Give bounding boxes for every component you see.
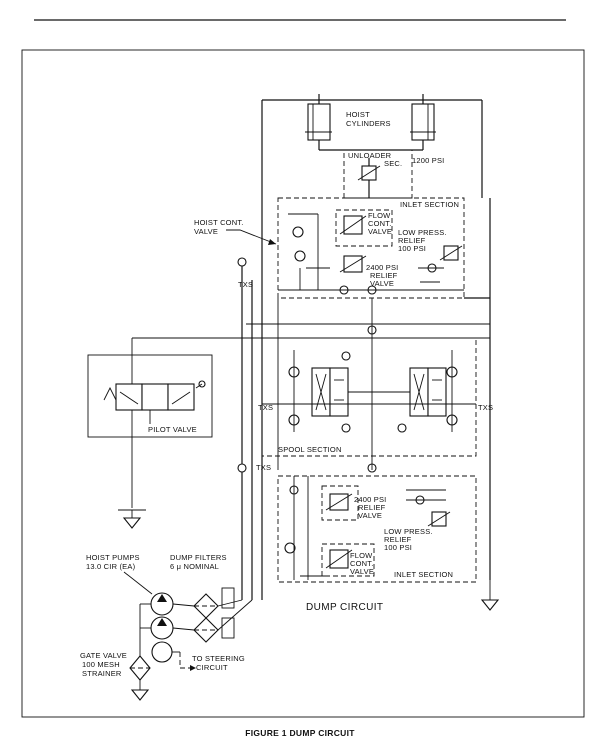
unloader-section: UNLOADER SEC. 1200 PSI — [343, 149, 444, 199]
tank-symbol-right — [480, 599, 500, 611]
relief-2400-bot-label-2: RELIEF — [358, 503, 386, 512]
low-press-bot-label-1: LOW PRESS. — [384, 527, 433, 536]
steering-pump — [151, 641, 173, 663]
flow-cont-top-label-3: VALVE — [368, 227, 392, 236]
txs-label-4: TXS — [478, 403, 493, 412]
low-press-bot-label-3: 100 PSI — [384, 543, 412, 552]
hoist-cylinder-right — [411, 103, 435, 141]
hoist-cylinder-left — [307, 103, 331, 141]
unloader-label-2: SEC. — [384, 159, 402, 168]
hoist-cylinders-label-2: CYLINDERS — [346, 119, 391, 128]
txs-label-1: TXS — [238, 280, 253, 289]
unloader-label-1: UNLOADER — [348, 151, 392, 160]
gate-valve-label-1: GATE VALVE — [80, 651, 127, 660]
relief-2400-top-label-2: RELIEF — [370, 271, 398, 280]
txs-label-2: TXS — [258, 403, 273, 412]
low-press-bot-label-2: RELIEF — [384, 535, 412, 544]
hoist-cont-valve-label-2: VALVE — [194, 227, 218, 236]
top-inlet-section-box — [277, 197, 465, 299]
hoist-pumps-label-2: 13.0 CIR (EA) — [86, 562, 136, 571]
to-steering-label-1: TO STEERING — [192, 654, 245, 663]
spool-section-box — [261, 337, 477, 457]
bottom-inlet-section-box — [277, 475, 477, 583]
dump-filters-label-1: DUMP FILTERS — [170, 553, 227, 562]
dump-filters-label-2: 6 μ NOMINAL — [170, 562, 219, 571]
flow-cont-bot-label-3: VALVE — [350, 567, 374, 576]
relief-2400-top-label-3: VALVE — [370, 279, 394, 288]
txs-label-3: TXS — [256, 463, 271, 472]
hoist-cont-valve-label-1: HOIST CONT. — [194, 218, 244, 227]
pilot-valve-label: PILOT VALVE — [148, 425, 197, 434]
tank-symbol-bottom — [130, 689, 150, 701]
relief-2400-bot-label-3: VALVE — [358, 511, 382, 520]
pumps-and-filters: HOIST PUMPS 13.0 CIR (EA) DUMP FILTERS 6… — [80, 553, 253, 701]
tank-symbol-left — [122, 517, 142, 529]
flow-cont-bot-label-2: CONT. — [350, 559, 374, 568]
inlet-section-top-label: INLET SECTION — [400, 200, 459, 209]
flow-cont-top-label-2: CONT. — [368, 219, 392, 228]
inlet-section-bot-label: INLET SECTION — [394, 570, 453, 579]
dump-circuit-label: DUMP CIRCUIT — [306, 602, 383, 613]
figure-frame — [21, 49, 585, 718]
hoist-cylinders-label-1: HOIST — [346, 110, 370, 119]
top-inlet-section: INLET SECTION FLOW CONT. VALVE LOW PRESS… — [277, 197, 465, 299]
low-press-top-label-3: 100 PSI — [398, 244, 426, 253]
pilot-valve: PILOT VALVE — [87, 354, 213, 438]
unloader-psi-label: 1200 PSI — [412, 156, 444, 165]
gate-valve-label-3: STRAINER — [82, 669, 122, 678]
spool-section: SPOOL SECTION — [261, 337, 477, 457]
gate-valve-label-2: 100 MESH — [82, 660, 120, 669]
figure-caption: FIGURE 1 DUMP CIRCUIT — [245, 728, 355, 738]
bottom-inlet-section: INLET SECTION 2400 PSI RELIEF VALVE LOW … — [277, 475, 477, 583]
hoist-cont-valve-callout: HOIST CONT. VALVE — [194, 218, 277, 245]
spool-section-label: SPOOL SECTION — [278, 445, 342, 454]
relief-2400-bot-label-1: 2400 PSI — [354, 495, 386, 504]
flow-cont-bot-label-1: FLOW — [350, 551, 373, 560]
hoist-pumps-label-1: HOIST PUMPS — [86, 553, 140, 562]
relief-2400-top-label-1: 2400 PSI — [366, 263, 398, 272]
main-lines — [118, 198, 500, 611]
low-press-top-label-1: LOW PRESS. — [398, 228, 447, 237]
flow-cont-top-label-1: FLOW — [368, 211, 391, 220]
low-press-top-label-2: RELIEF — [398, 236, 426, 245]
to-steering-label-2: CIRCUIT — [196, 663, 228, 672]
hoist-cylinders: HOIST CYLINDERS — [261, 94, 483, 600]
